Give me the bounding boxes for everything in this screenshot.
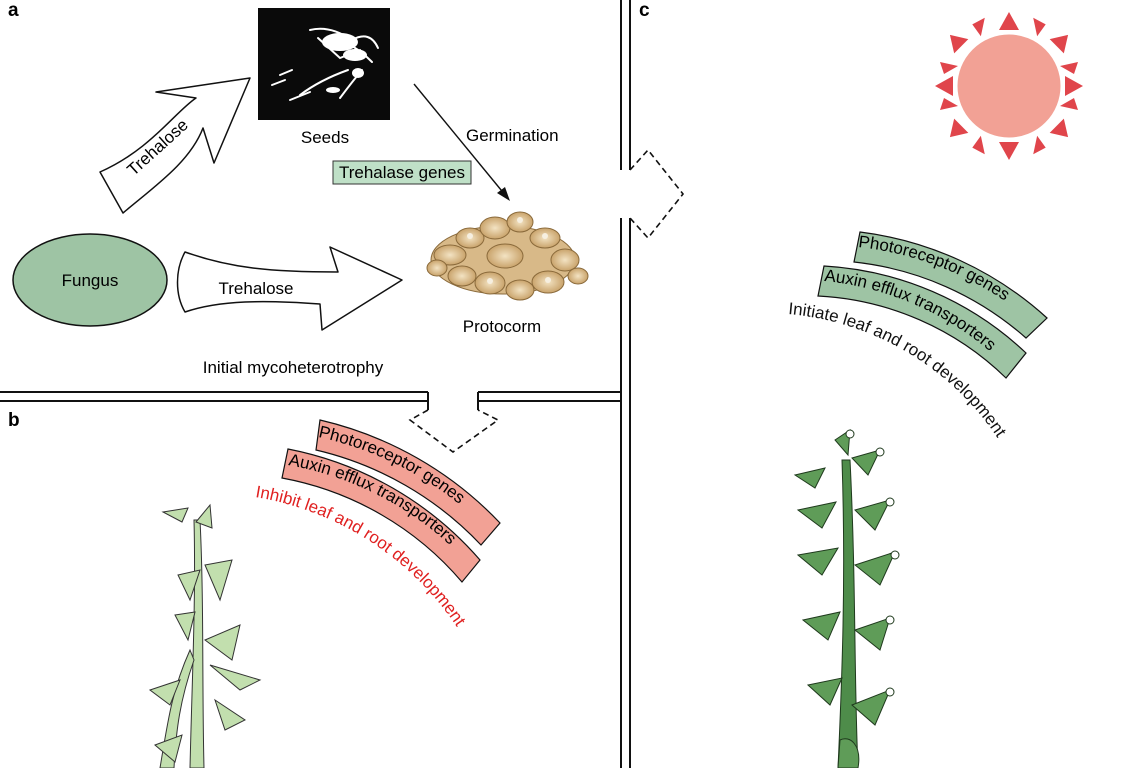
pale-orchid-illustration: [148, 503, 262, 768]
germination-arrowhead: [497, 187, 510, 201]
germination-label: Germination: [466, 126, 559, 145]
seeds-label: Seeds: [301, 128, 349, 147]
green-orchid-illustration: [793, 429, 900, 768]
mycoheterotrophy-caption: Initial mycoheterotrophy: [203, 358, 384, 377]
dashed-arrow-to-b: [408, 409, 500, 453]
trehalase-genes-box: [332, 160, 472, 185]
trehalase-genes-label: Trehalase genes: [339, 163, 465, 182]
protocorm-photo: [426, 211, 589, 301]
protocorm-label: Protocorm: [463, 317, 541, 336]
seeds-photo: [258, 8, 390, 120]
dashed-arrow-to-c: [629, 148, 685, 240]
fungus-ellipse: [12, 233, 168, 327]
fungus-label: Fungus: [62, 271, 119, 290]
photoreceptor-band-b: [315, 419, 501, 546]
photoreceptor-band-c: [853, 231, 1048, 339]
panel-borders: [0, 0, 631, 768]
trehalose-arrow-lower: [176, 246, 403, 331]
trehalose-arrow-upper: [99, 77, 251, 214]
sun-icon: [935, 12, 1083, 160]
auxin-band-c: [817, 265, 1027, 379]
panel-c-letter: c: [639, 0, 650, 21]
auxin-band-b: [281, 448, 481, 583]
trehalose-lower-label: Trehalose: [219, 279, 294, 298]
panel-b-letter: b: [8, 410, 20, 431]
panel-a-letter: a: [8, 0, 19, 21]
germination-arrow: [413, 83, 507, 197]
